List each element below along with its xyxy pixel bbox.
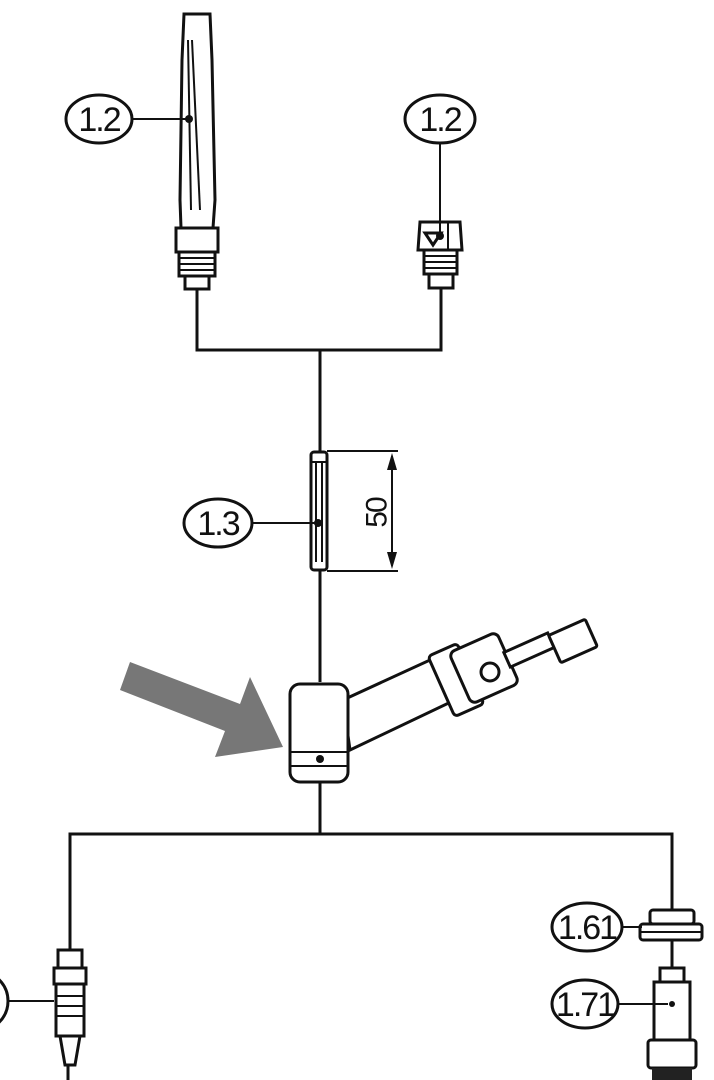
bottom-right-part	[638, 908, 704, 1080]
connection-lines	[66, 288, 674, 1080]
callout-top-right: 1.2	[403, 93, 477, 145]
dimension-marker	[327, 450, 398, 572]
center-joint-part	[288, 618, 599, 784]
leader-lines	[132, 115, 668, 1005]
dimension-value: 50	[361, 497, 394, 528]
callout-bottom-right-lower: 1.71	[550, 978, 620, 1030]
callout-middle: 1.3	[182, 497, 254, 549]
callout-label: 1.2	[419, 101, 461, 139]
long-probe-part	[174, 12, 220, 291]
callout-label: 1.61	[558, 909, 617, 947]
short-probe-part	[416, 220, 464, 290]
callout-label: 1.71	[556, 986, 615, 1024]
pointer-arrow	[120, 662, 283, 757]
callout-label: 1.2	[78, 101, 120, 139]
callout-top-left: 1.2	[64, 93, 134, 145]
bottom-left-part	[0, 948, 88, 1067]
callout-label: 1.3	[197, 505, 239, 543]
callout-bottom-right-upper: 1.61	[550, 901, 624, 953]
extension-bar-part	[309, 450, 329, 572]
